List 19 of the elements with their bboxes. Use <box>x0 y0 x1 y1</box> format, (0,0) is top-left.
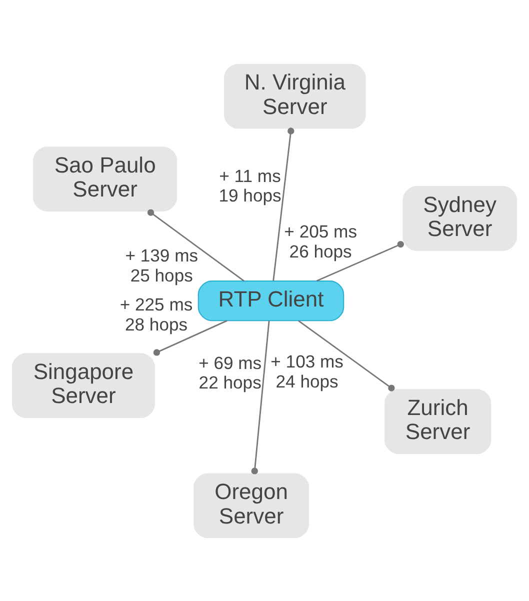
connector <box>153 320 228 356</box>
edge-label: + 103 ms 24 hops <box>270 351 344 391</box>
connector <box>298 320 395 391</box>
connector <box>147 208 244 282</box>
edge-label: + 205 ms 26 hops <box>284 221 357 261</box>
edge-label: + 11 ms 19 hops <box>218 165 282 206</box>
connector <box>251 320 270 474</box>
edge-label: + 69 ms 22 hops <box>198 352 262 392</box>
edge-label: + 225 ms 28 hops <box>120 294 193 334</box>
node-box: Singapore Server <box>12 352 155 418</box>
node-box: Zurich Server <box>384 388 492 454</box>
node-box: Sydney Server <box>402 186 518 250</box>
edge-label: + 139 ms 25 hops <box>125 245 198 285</box>
node-box: N. Virginia Server <box>224 63 366 128</box>
node-box: RTP Client <box>198 280 344 321</box>
node-box: Sao Paulo Server <box>33 146 178 211</box>
connector <box>316 240 404 282</box>
node-box: Oregon Server <box>194 472 310 538</box>
connector <box>272 127 294 280</box>
